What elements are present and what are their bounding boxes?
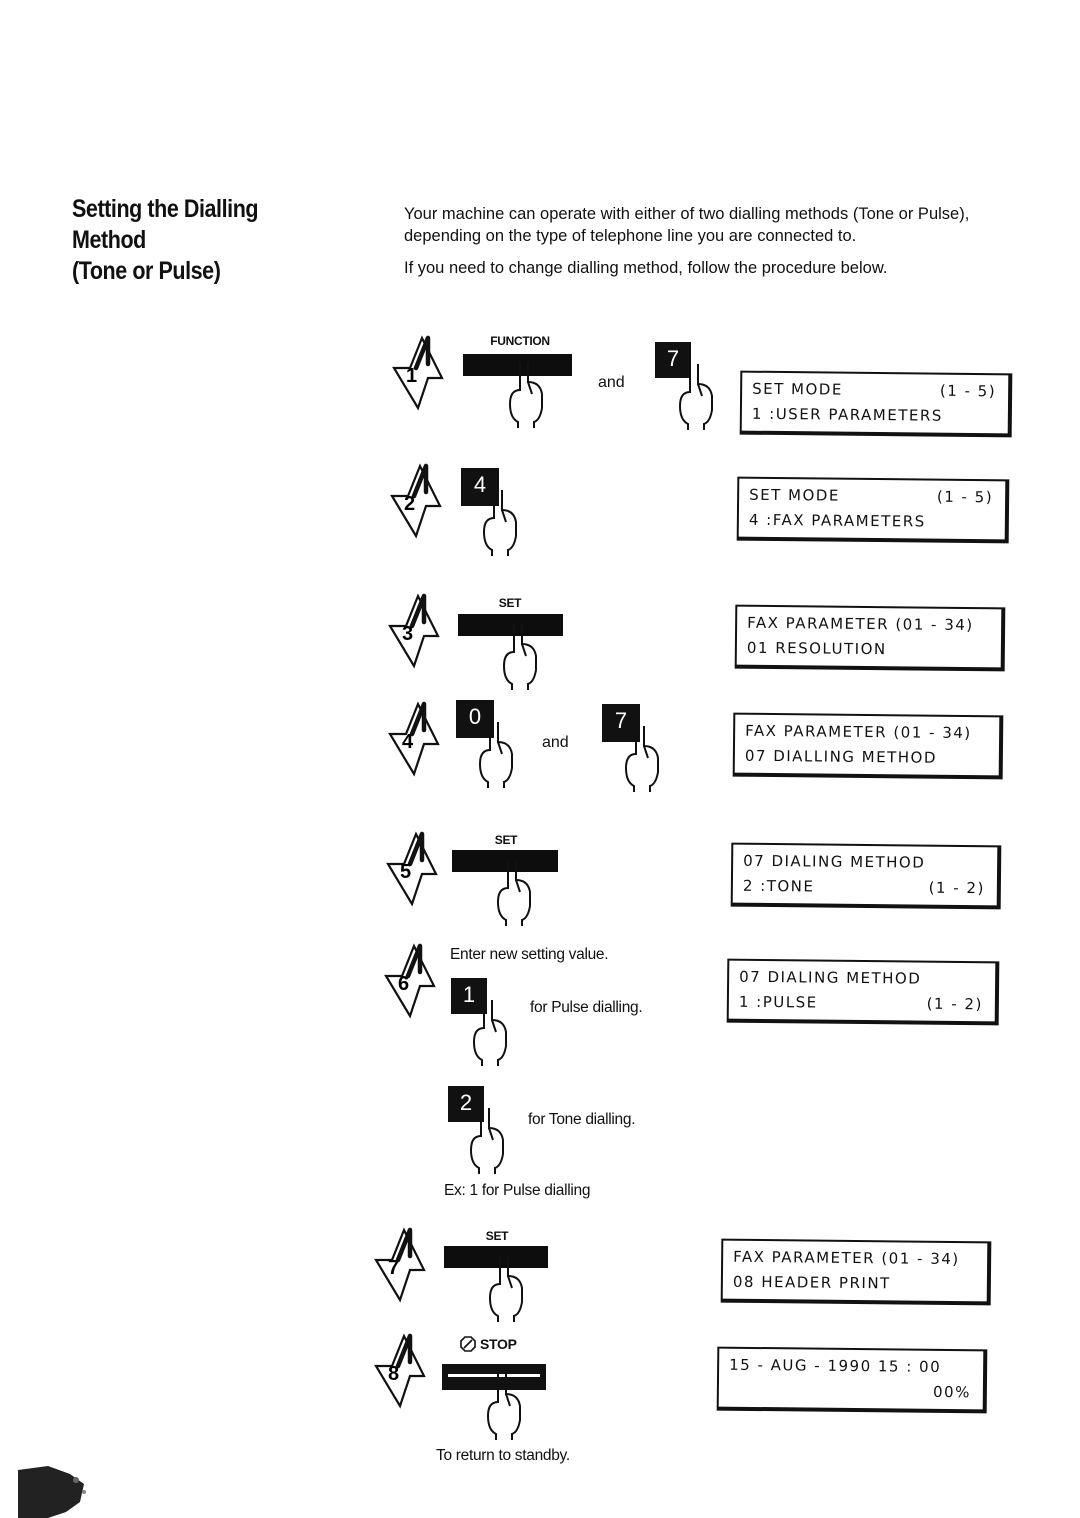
set-key[interactable]	[444, 1246, 548, 1268]
finger-press-icon	[484, 858, 544, 928]
pulse-note: for Pulse dialling.	[530, 999, 643, 1016]
step-6-arrow-icon: 6	[380, 942, 440, 1022]
svg-text:7: 7	[388, 1257, 399, 1279]
svg-text:4: 4	[402, 731, 414, 753]
stop-key-label: STOP	[460, 1336, 517, 1352]
key-7[interactable]: 7	[602, 704, 640, 742]
finger-press-icon	[474, 1372, 534, 1442]
set-key-label: SET	[498, 596, 522, 610]
title-line-1: Setting the Dialling Method	[72, 195, 259, 254]
set-key[interactable]	[452, 850, 558, 872]
svg-text:2: 2	[404, 493, 415, 515]
page-title: Setting the Dialling Method (Tone or Pul…	[72, 194, 330, 287]
stop-key[interactable]	[442, 1364, 546, 1390]
step-1-arrow-icon: 1	[388, 334, 448, 414]
step-7-arrow-icon: 7	[370, 1226, 430, 1306]
svg-text:3: 3	[402, 623, 413, 645]
set-key-label: SET	[494, 833, 518, 847]
finger-press-icon	[460, 998, 520, 1068]
lcd-display-4: FAX PARAMETER (01 - 34) 07 DIALLING METH…	[732, 712, 1004, 780]
step-2-arrow-icon: 2	[386, 462, 446, 542]
set-key[interactable]	[458, 614, 563, 636]
step-3-arrow-icon: 3	[384, 592, 444, 672]
key-4[interactable]: 4	[461, 468, 499, 506]
svg-text:5: 5	[400, 861, 411, 883]
lcd-display-1: SET MODE(1 - 5) 1 :USER PARAMETERS	[739, 370, 1013, 438]
intro-paragraph-1: Your machine can operate with either of …	[404, 205, 970, 245]
step-4-arrow-icon: 4	[384, 700, 444, 780]
stop-icon	[460, 1336, 476, 1352]
svg-text:6: 6	[398, 973, 409, 995]
tone-note: for Tone dialling.	[528, 1111, 636, 1128]
lcd-display-8: 15 - AUG - 1990 15 : 00 00%	[716, 1346, 988, 1414]
example-note: Ex: 1 for Pulse dialling	[444, 1182, 591, 1199]
finger-press-icon	[457, 1106, 517, 1176]
step-5-arrow-icon: 5	[382, 830, 442, 910]
step-8-arrow-icon: 8	[370, 1332, 430, 1412]
finger-press-icon	[470, 488, 530, 558]
finger-press-icon	[612, 724, 672, 794]
svg-text:8: 8	[388, 1363, 399, 1385]
finger-press-icon	[490, 622, 550, 692]
finger-press-icon	[466, 720, 526, 790]
standby-note: To return to standby.	[436, 1447, 570, 1464]
key-2[interactable]: 2	[448, 1086, 484, 1122]
lcd-display-3: FAX PARAMETER (01 - 34) 01 RESOLUTION	[734, 604, 1006, 672]
step-6-instruction: Enter new setting value.	[450, 946, 609, 963]
finger-press-icon	[666, 362, 726, 432]
step-1-joiner: and	[598, 374, 625, 391]
intro-text: Your machine can operate with either of …	[404, 203, 1044, 289]
finger-press-icon	[476, 1254, 536, 1324]
function-key[interactable]	[463, 354, 572, 376]
title-line-2: (Tone or Pulse)	[72, 257, 221, 285]
lcd-display-5: 07 DIALING METHOD 2 :TONE(1 - 2)	[730, 842, 1002, 910]
key-1[interactable]: 1	[451, 978, 487, 1014]
lcd-display-6: 07 DIALING METHOD 1 :PULSE(1 - 2)	[726, 958, 1000, 1026]
svg-text:1: 1	[406, 365, 417, 387]
function-key-label: FUNCTION	[490, 334, 550, 348]
key-0[interactable]: 0	[456, 700, 494, 738]
lcd-display-7: FAX PARAMETER (01 - 34) 08 HEADER PRINT	[720, 1238, 992, 1306]
scan-smudge	[18, 1466, 86, 1518]
lcd-display-2: SET MODE(1 - 5) 4 :FAX PARAMETERS	[736, 476, 1010, 544]
key-7[interactable]: 7	[655, 342, 691, 378]
intro-paragraph-2: If you need to change dialling method, f…	[404, 259, 888, 277]
finger-press-icon	[496, 360, 556, 430]
step-4-joiner: and	[542, 734, 569, 751]
set-key-label: SET	[485, 1229, 509, 1243]
